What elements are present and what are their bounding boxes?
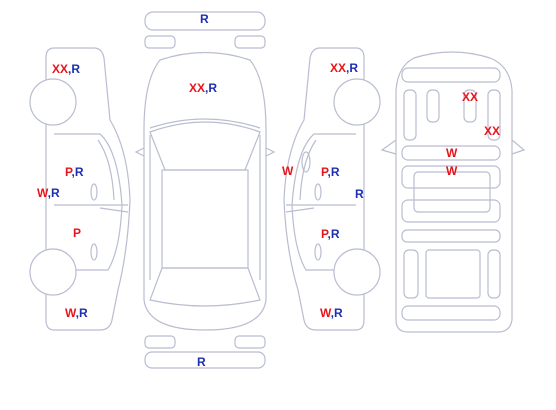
left-rear-wheel <box>29 248 77 296</box>
right-rear-wheel <box>333 248 381 296</box>
top-rear-bumper-label: R <box>197 355 206 369</box>
right-rear-door-label: P,R <box>321 227 340 241</box>
right-side-handle-line <box>285 207 315 213</box>
top-right-mirror <box>265 147 276 157</box>
left-rear-door-handle <box>90 243 98 261</box>
top-body-outline <box>143 51 267 331</box>
interior-windshield-label: W <box>446 146 458 160</box>
right-front-door-handle <box>314 183 322 201</box>
right-side-door-line <box>291 133 356 271</box>
interior-right-front-door-trim <box>487 89 501 141</box>
right-front-wheel <box>333 78 381 126</box>
right-side-window-line <box>299 139 317 201</box>
interior-right-mirror <box>511 139 526 155</box>
interior-right-front-seat <box>463 89 477 123</box>
right-rocker-label: R <box>355 187 364 201</box>
top-front-left-light <box>144 35 176 49</box>
top-view <box>134 11 276 369</box>
top-rear-window <box>149 267 261 307</box>
left-side-door-line <box>54 133 123 271</box>
interior-console <box>401 145 501 161</box>
top-hood-label: XX,R <box>189 81 217 95</box>
left-rocker-label: W,R <box>37 186 60 200</box>
interior-left-rear-trim <box>403 249 419 299</box>
top-hood-line <box>149 118 261 129</box>
right-side-mirror <box>301 151 311 173</box>
right-front-door-label: P,R <box>321 165 340 179</box>
interior-trunk-floor <box>425 249 481 299</box>
interior-right-rear-trim <box>487 249 501 299</box>
interior-view <box>380 51 526 333</box>
interior-rear-seat-back <box>401 229 501 243</box>
left-rear-door-label: P <box>73 226 81 240</box>
interior-rear-floor <box>401 199 501 223</box>
top-rear-left-light <box>144 335 176 349</box>
right-rear-door-handle <box>314 243 322 261</box>
left-side-handle-line <box>99 207 129 213</box>
top-windshield <box>149 121 261 171</box>
left-side-view <box>29 47 131 331</box>
interior-front-floor <box>401 165 501 189</box>
interior-left-mirror <box>380 139 397 155</box>
top-roof <box>161 169 249 269</box>
interior-left-front-door-trim <box>403 89 417 141</box>
interior-front-seat-label: XX <box>484 124 500 138</box>
top-left-mirror <box>134 147 145 157</box>
left-side-window-line <box>97 139 115 201</box>
interior-left-front-seat <box>426 89 440 123</box>
interior-body-outline <box>395 51 513 333</box>
right-front-fender-label: XX,R <box>330 61 358 75</box>
right-pillar-label: W <box>282 164 294 178</box>
interior-center-panel <box>413 171 491 213</box>
right-rear-quarter-label: W,R <box>320 306 343 320</box>
top-front-bumper <box>144 11 266 31</box>
interior-dashboard <box>401 67 501 83</box>
left-front-fender-label: XX,R <box>52 62 80 76</box>
left-front-door-label: P,R <box>65 165 84 179</box>
left-front-door-handle <box>90 183 98 201</box>
left-front-wheel <box>29 78 77 126</box>
top-front-right-light <box>234 35 266 49</box>
interior-trunk-lid <box>401 305 501 321</box>
top-rear-bumper <box>144 351 266 369</box>
left-side-body-outline <box>45 47 131 331</box>
right-side-view <box>283 47 381 331</box>
right-side-body-outline <box>283 47 365 331</box>
interior-dash-label: XX <box>462 90 478 104</box>
left-rear-quarter-label: W,R <box>65 306 88 320</box>
top-rear-right-light <box>234 335 266 349</box>
top-front-bumper-label: R <box>200 12 209 26</box>
interior-floor-label: W <box>446 164 458 178</box>
